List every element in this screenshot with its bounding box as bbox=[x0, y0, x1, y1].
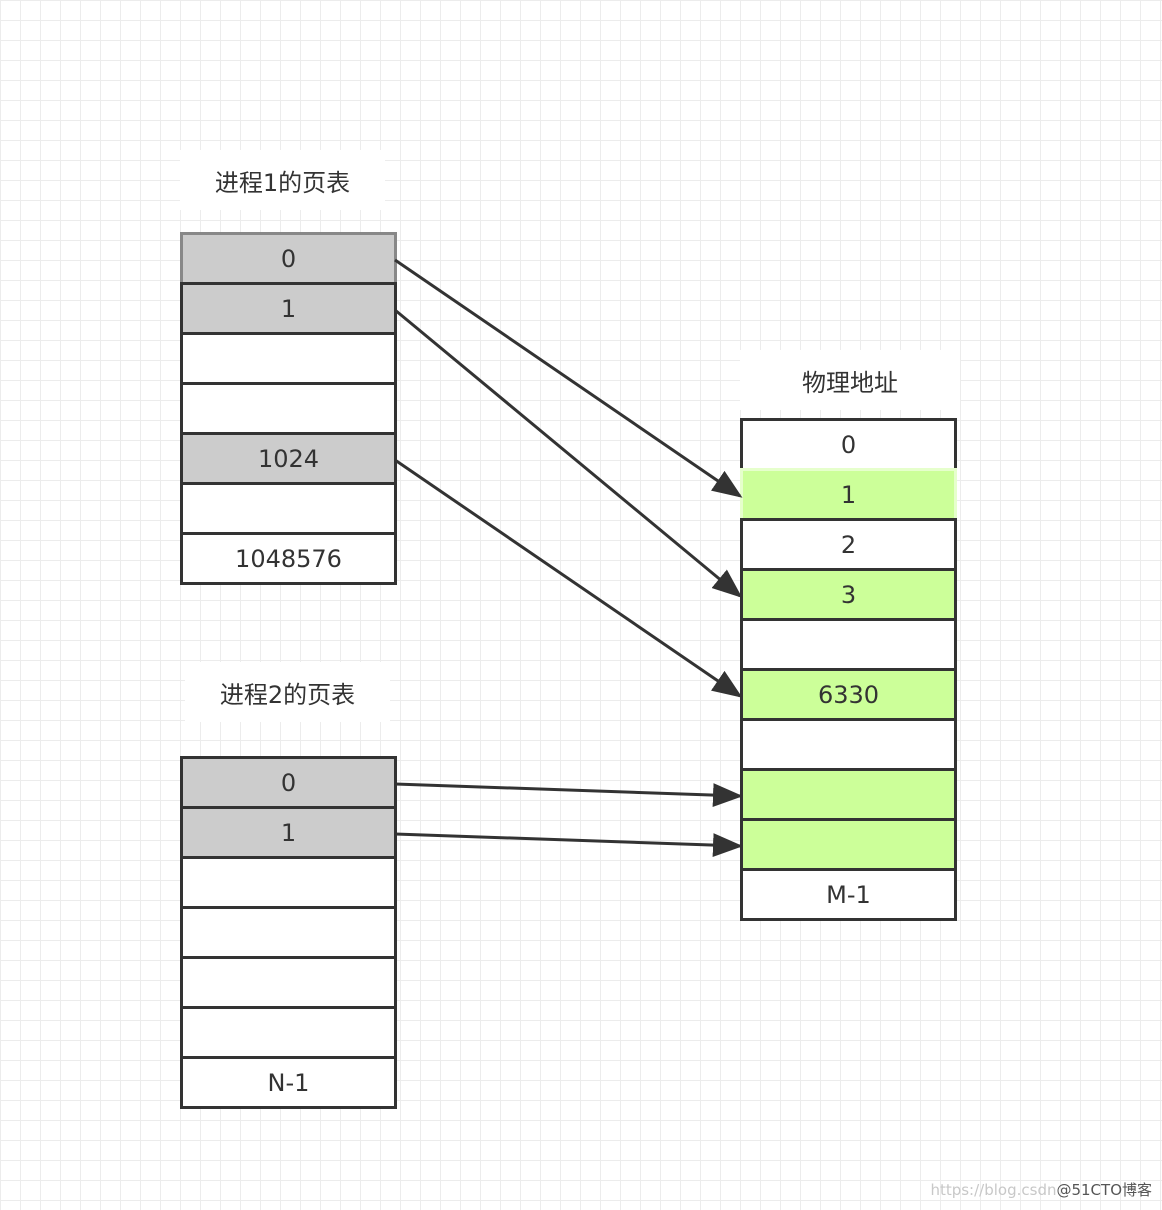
mapping-arrow-process1-0-to-1 bbox=[394, 258, 743, 498]
mapping-arrow-process2-0-to-7 bbox=[394, 782, 743, 808]
process2-row-6: N-1 bbox=[180, 1056, 397, 1109]
physical-row-4 bbox=[740, 618, 957, 671]
process1-row-1: 1 bbox=[180, 282, 397, 335]
mapping-arrow-process1-1-to-3 bbox=[394, 308, 743, 598]
process1-row-5 bbox=[180, 482, 397, 535]
process2-row-2 bbox=[180, 856, 397, 909]
physical-row-2: 2 bbox=[740, 518, 957, 571]
process2-row-1: 1 bbox=[180, 806, 397, 859]
mapping-arrow-process1-4-to-5 bbox=[394, 458, 743, 698]
watermark-brand: @51CTO博客 bbox=[1056, 1181, 1152, 1199]
process1-row-2 bbox=[180, 332, 397, 385]
physical-row-9: M-1 bbox=[740, 868, 957, 921]
mapping-arrow-process2-1-to-8 bbox=[394, 832, 743, 858]
process1-row-3 bbox=[180, 382, 397, 435]
watermark: https://blog.csdn@51CTO博客 bbox=[930, 1179, 1152, 1200]
watermark-url: https://blog.csdn bbox=[930, 1181, 1057, 1199]
process2-title: 进程2的页表 bbox=[185, 662, 390, 722]
physical-title: 物理地址 bbox=[740, 350, 960, 410]
process1-row-6: 1048576 bbox=[180, 532, 397, 585]
process1-row-4: 1024 bbox=[180, 432, 397, 485]
process2-row-0: 0 bbox=[180, 756, 397, 809]
process1-title: 进程1的页表 bbox=[180, 150, 385, 210]
